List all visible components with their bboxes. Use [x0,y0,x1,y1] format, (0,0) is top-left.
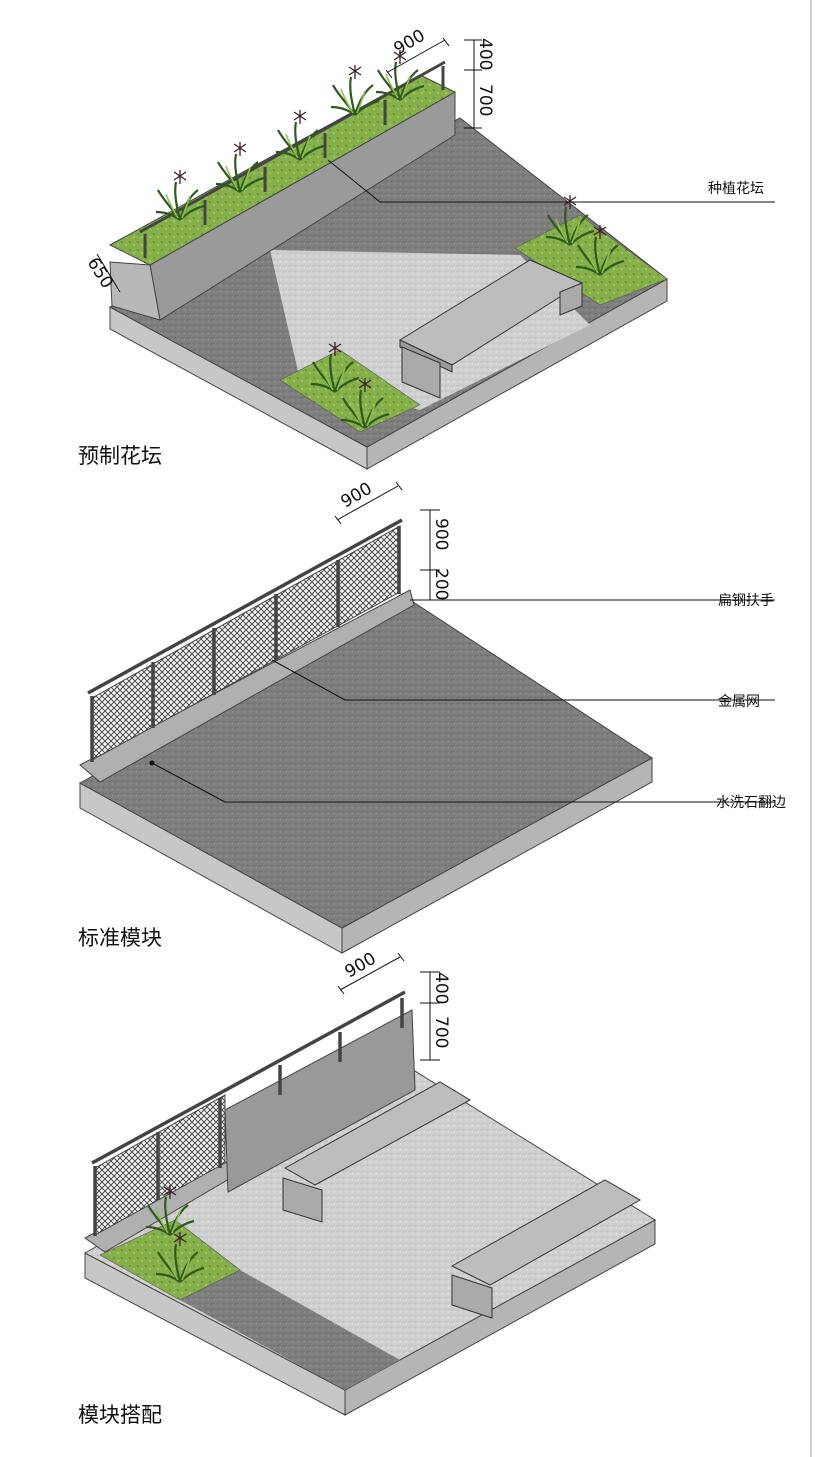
planting-bed-left [279,349,421,433]
planter-wall-front [224,1009,416,1193]
callout-label-mesh: 金属网 [718,694,760,710]
callout-leader-curb [151,762,775,803]
bench-top [283,1081,472,1186]
bench-support-left [401,346,441,399]
bench-support [451,1274,493,1319]
railing [87,518,403,762]
dark-paving-strip [180,1270,400,1390]
dimension-upper-height-label: 400 [475,38,495,70]
panel-caption: 标准模块 [78,926,162,950]
callout-leader-mesh [271,659,775,701]
dimension-lower-height-label: 700 [475,84,495,116]
callout-label-handrail: 扁钢扶手 [718,593,774,609]
callout-leader [327,159,775,203]
dimension-lower-height-label: 700 [431,1016,451,1048]
panel-caption: 模块搭配 [78,1403,162,1427]
railing [91,990,406,1236]
panel-standard-module: 900 900 200 扁钢扶手 金属网 水洗石翻边 标准模块 [78,479,786,954]
panel-precast-planter: 900 400 700 650 种植花坛 预制花坛 [78,26,775,470]
dimension-width-label: 900 [391,26,429,60]
callout-label-curb: 水洗石翻边 [716,795,786,811]
planting-bed [99,1219,241,1301]
dimension-lines [337,952,440,1061]
bench-support [282,1177,323,1223]
dimension-lower-height-label: 200 [431,568,451,600]
bench-top [450,1179,642,1286]
bench-support-right [559,282,583,316]
dimension-lines [96,37,482,293]
callout-label: 种植花坛 [708,181,764,197]
panel-caption: 预制花坛 [78,444,162,468]
dimension-width-label: 900 [342,949,380,983]
dimension-width-label: 900 [338,479,376,513]
panel-module-combination: 900 400 700 模块搭配 [78,949,656,1427]
dimension-upper-height-label: 900 [431,518,451,550]
gravel-edge-curb [79,589,415,783]
dimension-upper-height-label: 400 [431,972,451,1004]
planter-wall-end [109,261,161,321]
